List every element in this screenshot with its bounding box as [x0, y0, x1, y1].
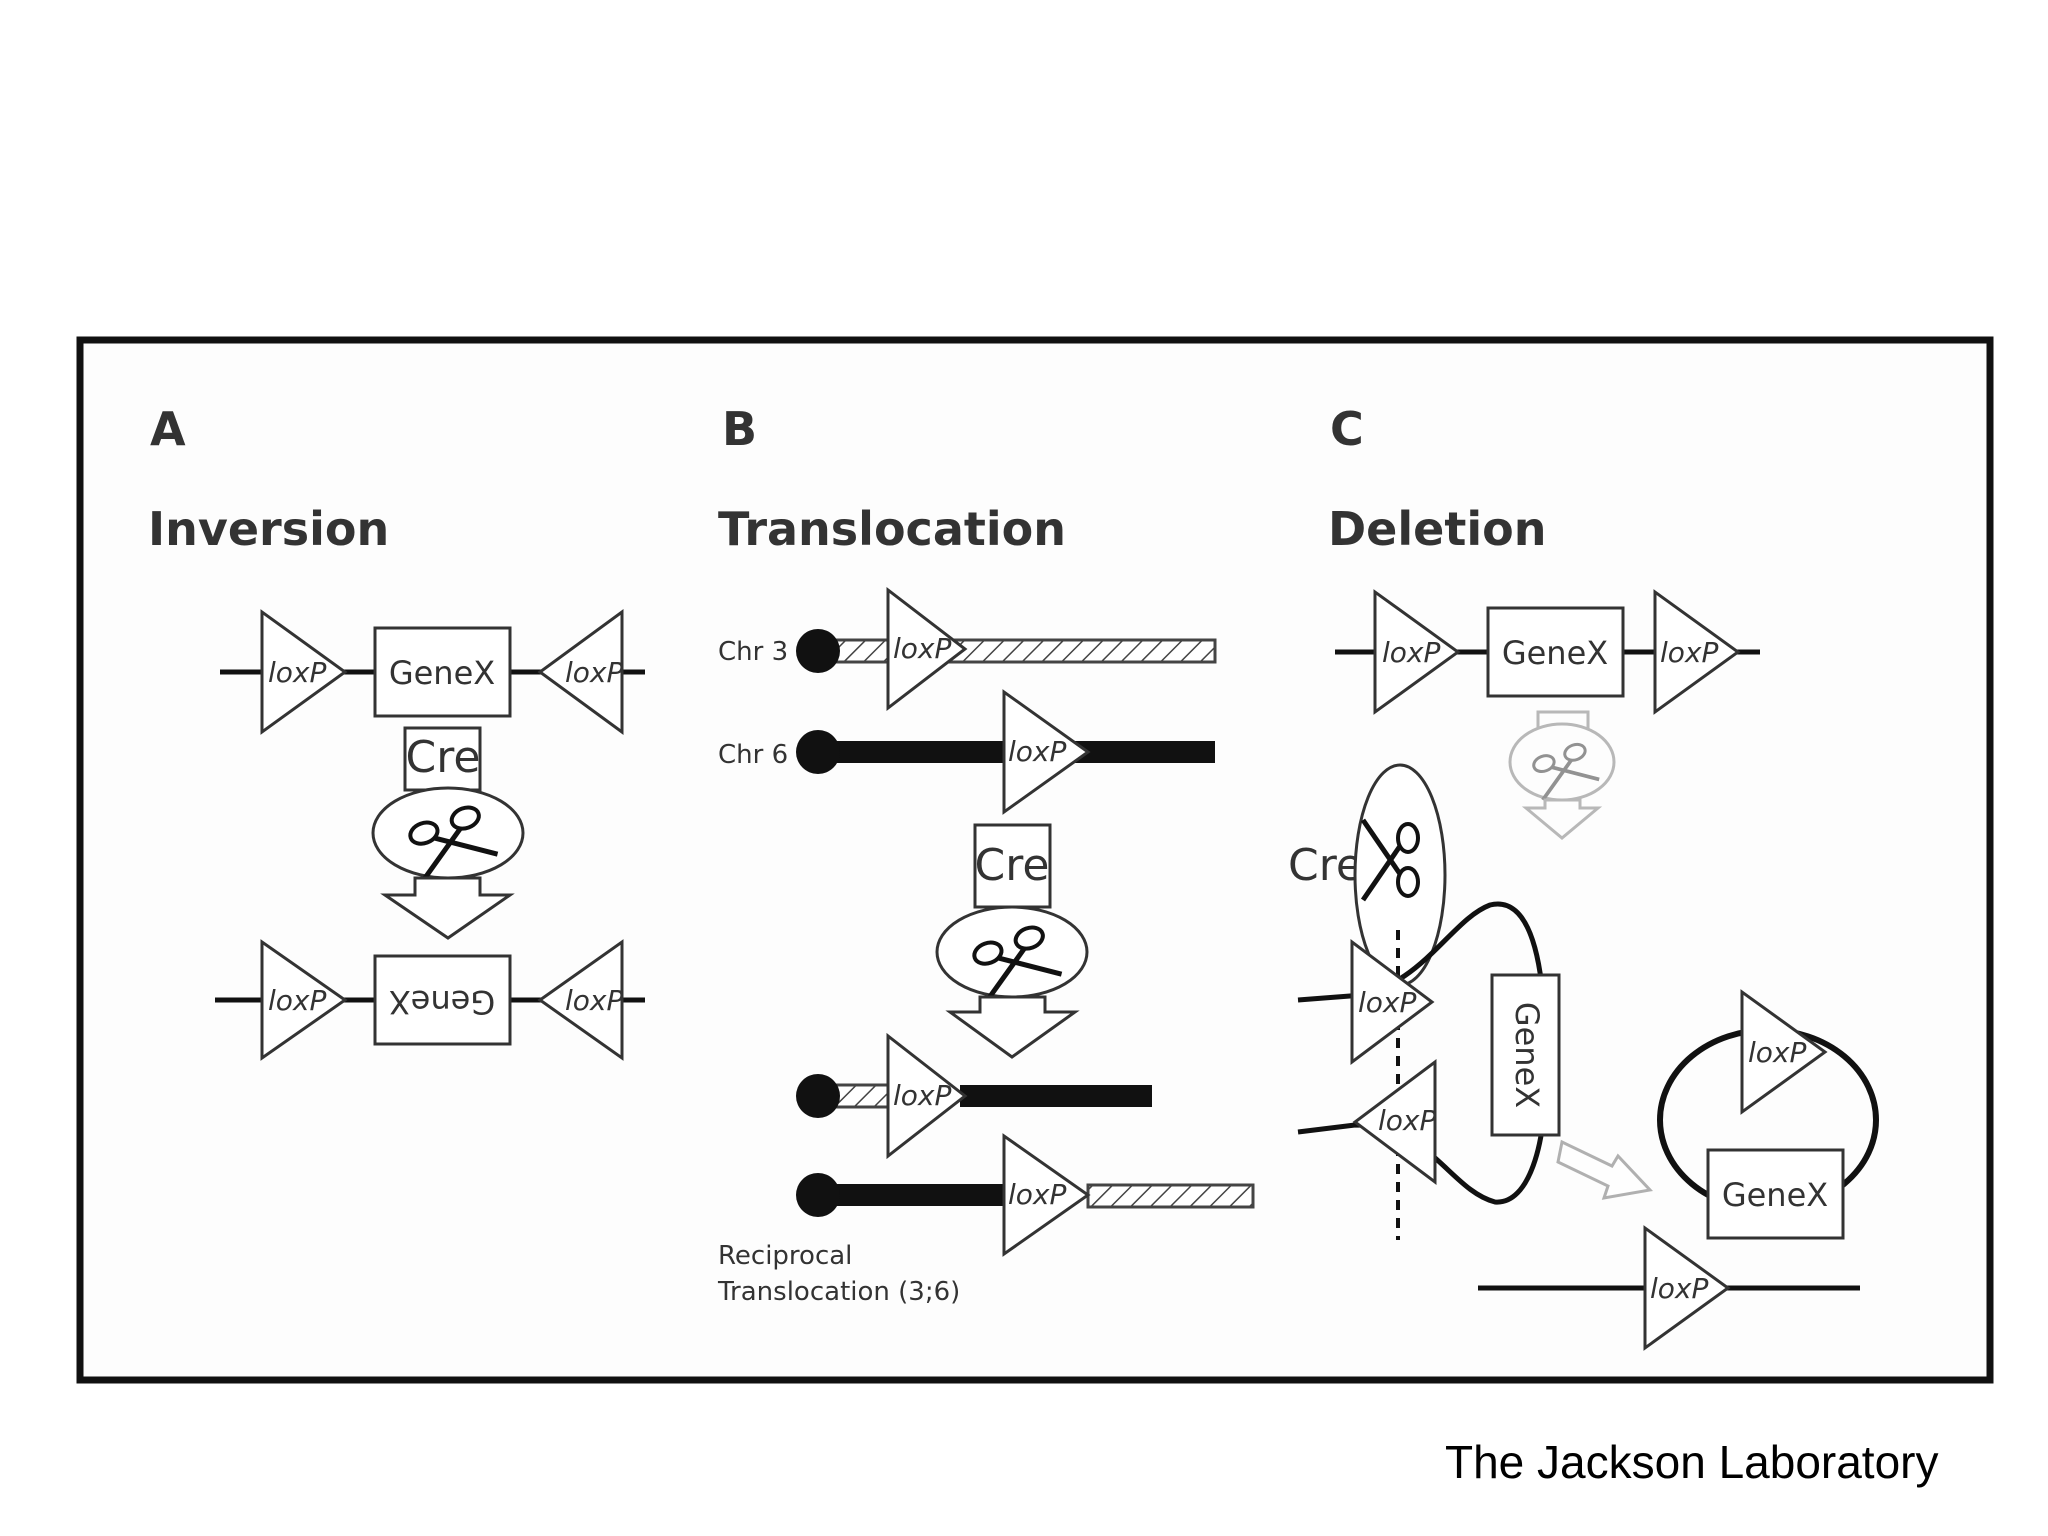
panel-translocation: B Translocation Chr 3 loxP Chr 6 loxP Cr… [717, 402, 1255, 1307]
chr3-centromere [796, 629, 840, 673]
panel-title-deletion: Deletion [1328, 502, 1546, 556]
panel-letter-b: B [722, 402, 757, 456]
loxp-triangle [1373, 589, 1461, 715]
loxp-label: loxP [268, 656, 326, 689]
loxp-triangle [260, 609, 348, 735]
loxp-label: loxP [1358, 986, 1416, 1019]
reciprocal-label-line1: Reciprocal [718, 1241, 852, 1271]
loxp-label: loxP [893, 1079, 951, 1112]
loxp-triangle [1352, 1059, 1437, 1185]
panel-letter-a: A [150, 402, 186, 456]
loxp-triangle [537, 609, 624, 735]
chr3-hatched-arm [818, 638, 1217, 664]
gene-label: GeneX [1508, 1002, 1546, 1108]
gene-box-vertical [1490, 973, 1561, 1137]
loxp-label: loxP [565, 656, 623, 689]
loxp-label: loxP [268, 984, 326, 1017]
right-arrow [1556, 1139, 1654, 1200]
gene-label: GeneX [1722, 1176, 1828, 1214]
chr6-label: Chr 6 [718, 740, 788, 770]
panel-letter-c: C [1330, 402, 1364, 456]
faded-cre-step [1508, 710, 1616, 840]
loxp-label: loxP [1378, 1104, 1436, 1137]
loxp-triangle [537, 939, 624, 1061]
credit-text: The Jackson Laboratory [1445, 1436, 1939, 1488]
inversion-bottom-construct: loxP GeneX loxP [215, 939, 645, 1061]
gene-box [373, 626, 512, 718]
loxp-label: loxP [1008, 735, 1066, 768]
panel-title-translocation: Translocation [718, 502, 1066, 556]
panel-inversion: A Inversion loxP GeneX loxP Cre loxP Gen… [148, 402, 645, 1061]
loxp-label: loxP [1008, 1178, 1066, 1211]
cre-label: Cre [406, 732, 481, 783]
loxp-triangle [1350, 939, 1435, 1065]
deletion-top-construct: loxP GeneX loxP [1335, 589, 1760, 715]
panel-title-inversion: Inversion [148, 502, 389, 556]
cre-recombinase-ellipse [371, 786, 525, 880]
result2-hatched-arm [1086, 1183, 1255, 1209]
cre-recombinase-ellipse [935, 905, 1089, 999]
cre-label: Cre [1288, 840, 1363, 891]
loxp-label: loxP [1748, 1036, 1806, 1069]
result2-centromere [796, 1173, 840, 1217]
loxp-triangle [886, 1032, 968, 1160]
loxp-label: loxP [1650, 1272, 1708, 1305]
cre-box [403, 726, 482, 792]
panel-deletion: C Deletion loxP GeneX loxP Cre loxP [1288, 402, 1879, 1351]
loxp-triangle [1002, 1133, 1091, 1257]
loxp-label: loxP [565, 984, 623, 1017]
result1-centromere [796, 1074, 840, 1118]
down-arrow [380, 876, 515, 940]
loxp-triangle [1740, 989, 1828, 1115]
chr6-centromere [796, 730, 840, 774]
gene-label: GeneX [389, 654, 495, 692]
cre-label: Cre [975, 840, 1050, 891]
loxp-triangle [1643, 1225, 1731, 1351]
loxp-triangle [886, 586, 968, 712]
gene-label: GeneX [1502, 634, 1608, 672]
chr3-label: Chr 3 [718, 637, 788, 667]
loxp-label: loxP [1382, 636, 1440, 669]
loxp-triangle [260, 939, 348, 1061]
gene-box [1486, 606, 1625, 698]
cre-box [973, 823, 1052, 909]
inversion-top-construct: loxP GeneX loxP [220, 609, 645, 735]
inverted-gene-label: GeneX [389, 983, 495, 1021]
loxp-triangle [1653, 589, 1741, 715]
down-arrow [945, 995, 1080, 1059]
loxp-label: loxP [893, 632, 951, 665]
loxp-label: loxP [1660, 636, 1718, 669]
gene-box [1706, 1148, 1845, 1240]
inverted-gene-box [373, 954, 512, 1046]
reciprocal-label-line2: Translocation (3;6) [717, 1277, 960, 1307]
loxp-triangle [1002, 689, 1091, 815]
